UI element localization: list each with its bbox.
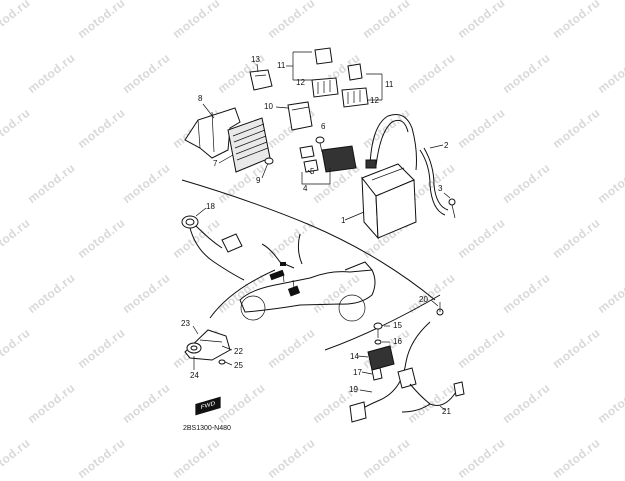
callout-19: 19	[349, 385, 358, 394]
callout-17: 17	[353, 368, 362, 377]
part-9-bolt	[261, 157, 274, 179]
callout-21: 21	[442, 407, 451, 416]
callout-18: 18	[206, 202, 215, 211]
callout-24: 24	[190, 371, 199, 380]
callout-16: 16	[393, 337, 402, 346]
motorcycle-silhouette	[239, 233, 376, 322]
callout-11-right: 11	[385, 80, 394, 89]
callout-8: 8	[198, 94, 203, 103]
part-14-unit	[367, 345, 395, 371]
callout-22: 22	[234, 347, 243, 356]
callout-23: 23	[181, 319, 190, 328]
part-2-battery-cable	[365, 114, 449, 216]
lower-left-divider	[209, 269, 276, 319]
part-10-relay	[287, 101, 313, 131]
callout-12-left: 12	[296, 78, 305, 87]
callout-10: 10	[264, 102, 273, 111]
callout-25: 25	[234, 361, 243, 370]
callout-3: 3	[438, 184, 443, 193]
part-8-regulator-cover	[184, 107, 241, 159]
part-11-starter-relay	[311, 47, 339, 98]
part-15-screw	[373, 322, 383, 338]
diagram-code: 2BS1300-N480	[183, 425, 231, 432]
callout-12-right: 12	[370, 96, 379, 105]
callout-4: 4	[303, 184, 308, 193]
part-1-battery	[361, 163, 417, 240]
part-3-bolt	[448, 198, 456, 219]
part-7-rectifier-regulator	[227, 117, 271, 173]
callout-9: 9	[256, 176, 261, 185]
part-25-screw	[218, 359, 226, 365]
callout-6: 6	[321, 122, 326, 131]
callout-14: 14	[350, 352, 359, 361]
callout-2: 2	[444, 141, 449, 150]
callout-7: 7	[213, 159, 218, 168]
callout-20: 20	[419, 295, 428, 304]
part-16-collar	[374, 339, 382, 345]
callout-11-left: 11	[277, 61, 286, 70]
callout-13: 13	[251, 55, 260, 64]
upper-section-divider	[181, 179, 436, 301]
part-4-fuse-box	[299, 145, 357, 173]
part-13-relay	[249, 69, 273, 91]
part-20-bolt	[436, 302, 444, 316]
callout-1: 1	[341, 216, 346, 225]
diagram-drawing	[181, 47, 465, 423]
part-19-lead-wire	[349, 321, 465, 423]
callout-15: 15	[393, 321, 402, 330]
part-11-relay-right	[341, 63, 369, 108]
part-18-socket	[181, 215, 245, 281]
callout-5: 5	[310, 167, 315, 176]
part-22-sensor-bracket	[184, 329, 231, 361]
part-17-clip	[371, 367, 383, 381]
